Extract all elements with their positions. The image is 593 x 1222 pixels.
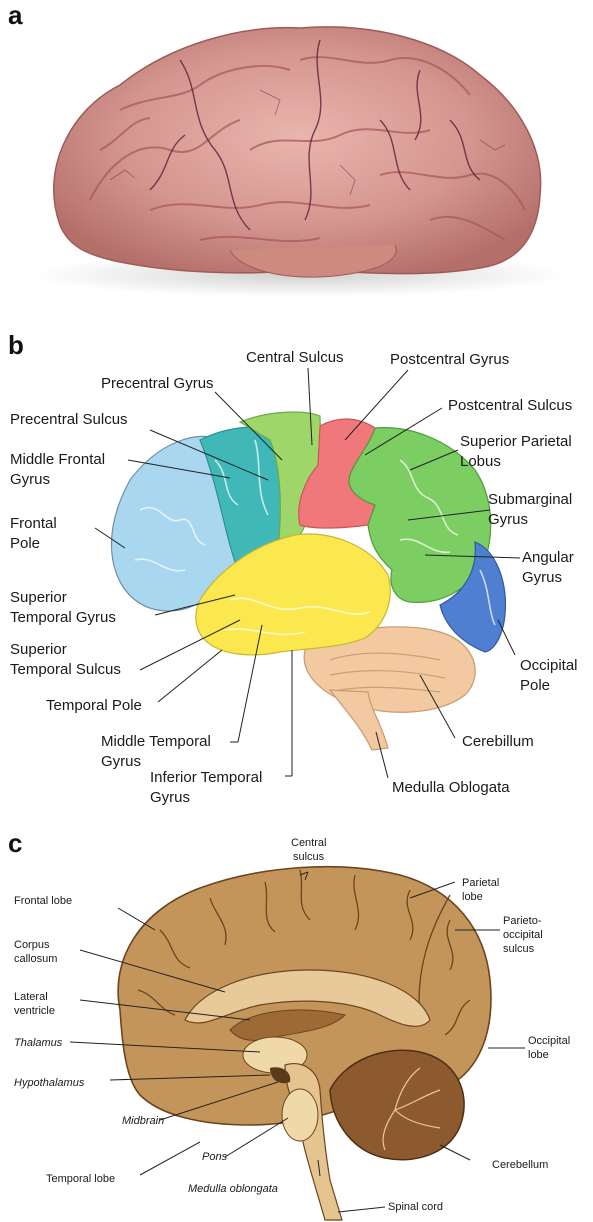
label-midbrain: Midbrain: [122, 1115, 164, 1127]
label-frontal-lobe: Frontal lobe: [14, 895, 72, 907]
label-cerebellum: Cerebellum: [492, 1159, 548, 1171]
pons-region: [282, 1089, 318, 1141]
label-precentral-gyrus: Precentral Gyrus: [101, 375, 214, 392]
label-middle-frontal-1: Middle Frontal: [10, 451, 105, 468]
label-superior-parietal-1: Superior Parietal: [460, 433, 572, 450]
label-lateral-1: Lateral: [14, 991, 48, 1003]
label-parietal-1: Parietal: [462, 877, 499, 889]
label-occipital-pole-1: Occipital: [520, 657, 578, 674]
cerebellum-region: [330, 1050, 464, 1159]
label-superior-temporal-sulcus-2: Temporal Sulcus: [10, 661, 121, 678]
label-superior-temporal-gyrus-1: Superior: [10, 589, 67, 606]
label-spinal-cord: Spinal cord: [388, 1201, 443, 1213]
panel-b: b: [0, 330, 593, 820]
label-thalamus: Thalamus: [14, 1037, 63, 1049]
label-inferior-temporal-2: Gyrus: [150, 789, 190, 806]
label-medulla-oblongata: Medulla oblongata: [188, 1183, 278, 1195]
label-hypothalamus: Hypothalamus: [14, 1077, 85, 1089]
lateral-brain-diagram: Central Sulcus Postcentral Gyrus Precent…: [0, 330, 593, 820]
label-temporal-lobe: Temporal lobe: [46, 1173, 115, 1185]
label-angular-2: Gyrus: [522, 569, 562, 586]
label-central-2: sulcus: [293, 851, 325, 863]
label-submarginal-1: Submarginal: [488, 491, 572, 508]
panel-c: c: [0, 820, 593, 1222]
label-inferior-temporal-1: Inferior Temporal: [150, 769, 262, 786]
label-superior-temporal-gyrus-2: Temporal Gyrus: [10, 609, 116, 626]
label-lateral-2: ventricle: [14, 1005, 55, 1017]
label-submarginal-2: Gyrus: [488, 511, 528, 528]
label-parieto-2: occipital: [503, 929, 543, 941]
label-superior-parietal-2: Lobus: [460, 453, 501, 470]
label-postcentral-sulcus: Postcentral Sulcus: [448, 397, 572, 414]
panel-a: a: [0, 0, 593, 330]
label-superior-temporal-sulcus-1: Superior: [10, 641, 67, 658]
label-cerebillum: Cerebillum: [462, 733, 534, 750]
label-central-1: Central: [291, 837, 326, 849]
label-parieto-1: Parieto-: [503, 915, 542, 927]
label-parieto-3: sulcus: [503, 943, 535, 955]
label-corpus-1: Corpus: [14, 939, 50, 951]
label-frontal-pole-1: Frontal: [10, 515, 57, 532]
label-middle-temporal-2: Gyrus: [101, 753, 141, 770]
label-middle-frontal-2: Gyrus: [10, 471, 50, 488]
label-temporal-pole: Temporal Pole: [46, 697, 142, 714]
label-central-sulcus: Central Sulcus: [246, 349, 344, 366]
label-parietal-2: lobe: [462, 891, 483, 903]
sagittal-brain-diagram: Central sulcus Frontal lobe Parietal lob…: [0, 820, 593, 1222]
label-occipital-1: Occipital: [528, 1035, 570, 1047]
label-angular-1: Angular: [522, 549, 574, 566]
label-middle-temporal-1: Middle Temporal: [101, 733, 211, 750]
label-precentral-sulcus: Precentral Sulcus: [10, 411, 128, 428]
label-pons: Pons: [202, 1151, 228, 1163]
label-occipital-2: lobe: [528, 1049, 549, 1061]
label-frontal-pole-2: Pole: [10, 535, 40, 552]
label-postcentral-gyrus: Postcentral Gyrus: [390, 351, 509, 368]
label-occipital-pole-2: Pole: [520, 677, 550, 694]
brain-photo: [0, 0, 593, 330]
label-corpus-2: callosum: [14, 953, 57, 965]
label-medulla-oblogata: Medulla Oblogata: [392, 779, 510, 796]
